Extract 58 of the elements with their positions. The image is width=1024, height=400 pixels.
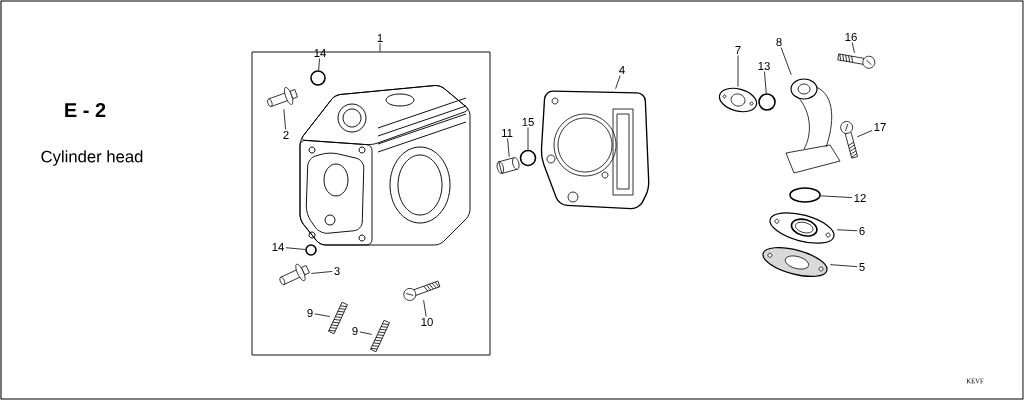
leader-line (851, 42, 855, 54)
callout-number: 9 (352, 327, 358, 335)
leader-line (836, 229, 858, 232)
leader-line (507, 138, 510, 158)
callout-number: 17 (874, 123, 886, 131)
callout-number: 8 (776, 38, 782, 46)
gasket-drawing (762, 247, 828, 277)
callout-number: 1 (377, 34, 383, 42)
leader-line (310, 271, 333, 274)
leader-line (379, 43, 381, 52)
o-ring-drawing (758, 93, 776, 111)
title-text: Cylinder head (41, 150, 143, 166)
callout-number: 10 (421, 318, 433, 326)
callout-number: 2 (283, 131, 289, 139)
callout-number: 13 (758, 62, 770, 70)
stud-drawing (370, 319, 390, 353)
leader-line (764, 71, 767, 94)
callout-number: 15 (522, 118, 534, 126)
o-ring-drawing (305, 244, 317, 256)
o-ring-drawing (310, 70, 326, 86)
callout-number: 12 (854, 194, 866, 202)
leader-line (318, 58, 320, 71)
callout-number: 11 (502, 129, 513, 137)
callout-number: 9 (307, 309, 313, 317)
bolt-drawing (403, 280, 441, 301)
gasket-drawing (718, 87, 758, 113)
intake-pipe-drawing (785, 78, 841, 174)
callout-number: 7 (735, 46, 741, 54)
valve-drawing (279, 263, 310, 286)
callout-number: 14 (314, 49, 326, 57)
o-ring-drawing (519, 149, 537, 167)
callout-number: 5 (859, 263, 865, 271)
callout-number: 14 (272, 243, 284, 251)
callout-number: 16 (845, 33, 857, 41)
leader-line (359, 331, 373, 335)
leader-line (314, 313, 331, 317)
callout-number: 6 (859, 227, 865, 235)
heading: E - 2 (65, 103, 106, 117)
dowel-drawing (496, 157, 520, 174)
insulator-drawing (769, 212, 835, 244)
leader-line (283, 108, 286, 130)
leader-line (737, 55, 739, 88)
leader-line (820, 195, 853, 198)
callout-number: 4 (619, 66, 625, 74)
o-ring-drawing (789, 187, 821, 203)
leader-line (856, 130, 873, 138)
valve-drawing (267, 87, 298, 107)
leader-line (423, 299, 427, 317)
bolt-drawing (837, 53, 876, 69)
stud-drawing (328, 301, 348, 335)
leader-line (780, 47, 792, 76)
bolt-drawing (840, 121, 858, 159)
leader-line (527, 127, 529, 151)
callout-number: 3 (334, 267, 340, 275)
leader-line (829, 264, 858, 268)
leader-line (285, 247, 306, 250)
head-gasket-drawing (540, 90, 650, 210)
leader-line (615, 75, 621, 90)
